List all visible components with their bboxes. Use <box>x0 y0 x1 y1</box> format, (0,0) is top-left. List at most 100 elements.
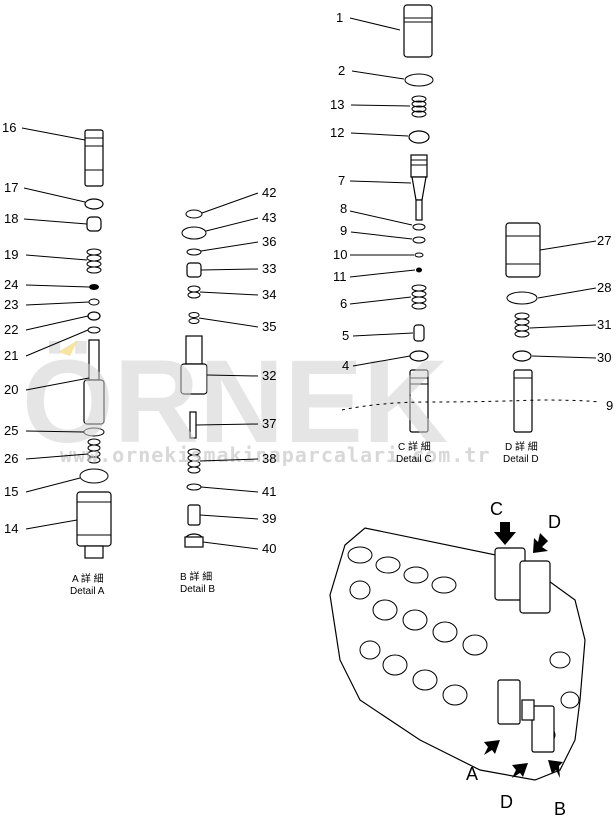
watermark-url: www.ornekismakinaparcalari.com.tr <box>60 443 490 467</box>
part-callout: 28 <box>597 280 611 295</box>
part-callout: 20 <box>4 382 18 397</box>
leader-line <box>25 519 78 530</box>
part-callout: 37 <box>262 416 276 431</box>
leader-line <box>349 269 416 278</box>
assembly-arrows <box>484 522 563 778</box>
leader-line <box>199 514 259 520</box>
leader-line <box>349 296 412 305</box>
part-callout: 16 <box>2 120 16 135</box>
part-callout: 27 <box>597 233 611 248</box>
assembly-label-b: B <box>554 799 566 818</box>
leader-line <box>199 458 259 462</box>
part-callout: 7 <box>338 173 345 188</box>
part-callout: 14 <box>4 521 18 536</box>
part-callout: 5 <box>342 328 349 343</box>
leader-line <box>201 192 259 214</box>
leader-line <box>531 355 597 359</box>
leader-line <box>351 70 405 80</box>
part-callout: 38 <box>262 451 276 466</box>
part-callout: 25 <box>4 423 18 438</box>
detail-a-stack <box>76 129 112 559</box>
part-callout: 40 <box>262 541 276 556</box>
assembly-label-c: C <box>490 499 503 519</box>
leader-line <box>25 284 90 288</box>
part-callout: 21 <box>4 348 18 363</box>
leader-line <box>25 430 85 433</box>
watermark-brand: ÖRNEK <box>22 336 448 468</box>
part-callout: 26 <box>4 451 18 466</box>
part-callout: 12 <box>330 125 344 140</box>
leader-line <box>350 132 409 137</box>
leader-line <box>200 241 259 252</box>
assembly-label-a: A <box>466 764 478 784</box>
part-callout: 32 <box>262 368 276 383</box>
leader-line <box>25 377 90 391</box>
part-callout: 34 <box>262 287 276 302</box>
part-callout: 35 <box>262 319 276 334</box>
part-callout: 15 <box>4 484 18 499</box>
detail-a-caption: Detail A <box>70 586 105 597</box>
leader-line <box>25 477 81 493</box>
leader-line <box>23 218 88 225</box>
part-callout: 13 <box>330 97 344 112</box>
leader-line <box>529 324 597 329</box>
detail-d-caption: Detail D <box>503 454 539 465</box>
leader-line <box>198 317 259 328</box>
leader-line <box>349 180 412 184</box>
part-callout: 19 <box>4 247 18 262</box>
detail-c-caption-jp: C 詳 細 <box>398 440 431 453</box>
leader-line <box>25 315 89 331</box>
detail-b-caption-jp: B 詳 細 <box>180 570 212 583</box>
leader-line <box>200 486 259 493</box>
detail-d-caption-jp: D 詳 細 <box>505 440 538 453</box>
detail-c-stack <box>403 4 434 433</box>
leader-line <box>25 301 90 306</box>
watermark-leaf-icon <box>58 340 78 356</box>
part-callout: 11 <box>333 269 347 284</box>
assembly-label-d-bottom: D <box>500 792 513 812</box>
part-callout: 1 <box>336 10 343 25</box>
part-callout: 42 <box>262 185 276 200</box>
leader-line <box>21 127 86 141</box>
dashed-leader-9 <box>341 399 601 411</box>
part-callout: 10 <box>333 247 347 262</box>
leader-line <box>195 423 259 426</box>
leader-line <box>25 329 89 357</box>
leader-line <box>537 287 597 299</box>
leader-line <box>206 374 259 377</box>
valve-assembly <box>329 527 586 781</box>
leader-line <box>199 291 259 296</box>
part-callout: 17 <box>4 180 18 195</box>
leader-line <box>205 217 259 232</box>
detail-b-caption: Detail B <box>180 584 215 595</box>
part-callout: 18 <box>4 211 18 226</box>
leader-line <box>539 240 597 251</box>
leader-line <box>349 210 413 226</box>
part-callout: 36 <box>262 234 276 249</box>
part-callout: 31 <box>597 317 611 332</box>
leader-line <box>350 231 413 240</box>
part-callout: 23 <box>4 297 18 312</box>
detail-d-stack <box>505 222 541 433</box>
leader-line <box>352 355 411 367</box>
part-callout: 33 <box>262 261 276 276</box>
assembly-label-d-top: D <box>548 512 561 532</box>
part-callout: 22 <box>4 322 18 337</box>
leader-line <box>25 453 89 460</box>
detail-a-caption-jp: A 詳 細 <box>72 572 104 585</box>
part-callout: 2 <box>338 63 345 78</box>
part-callout: 24 <box>4 277 18 292</box>
leader-line <box>349 17 401 31</box>
leader-line <box>352 332 414 337</box>
part-callout: 8 <box>340 201 347 216</box>
callout-numbers: 1213127891011654272831309161718192423222… <box>2 10 613 556</box>
detail-c-caption: Detail C <box>396 454 432 465</box>
part-callout: 39 <box>262 511 276 526</box>
part-callout: 30 <box>597 350 611 365</box>
leader-lines <box>21 17 597 550</box>
part-callout: 9 <box>340 223 347 238</box>
part-callout: 9 <box>606 398 613 413</box>
leader-line <box>200 268 259 271</box>
part-callout: 6 <box>340 296 347 311</box>
